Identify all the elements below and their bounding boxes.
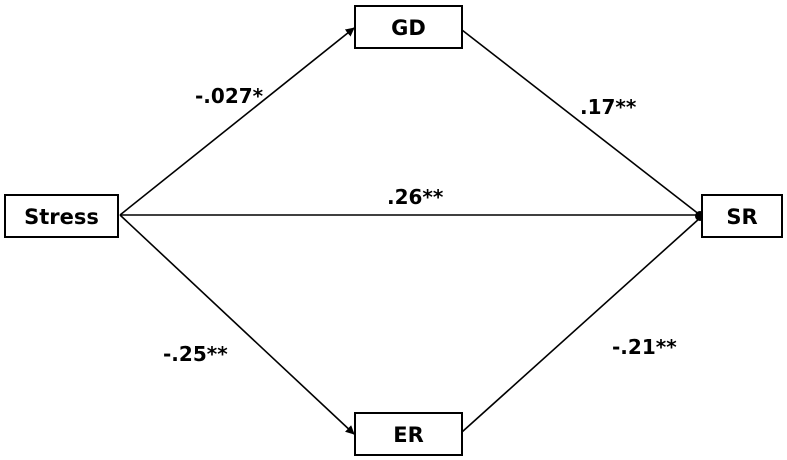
- coef-stress-sr: .26**: [387, 185, 444, 209]
- coef-stress-gd: -.027*: [195, 84, 264, 108]
- coef-stress-er: -.25**: [163, 342, 228, 366]
- node-gd-label: GD: [391, 16, 426, 40]
- node-er-label: ER: [393, 423, 424, 447]
- node-stress-label: Stress: [24, 205, 99, 229]
- edge-er-to-sr: [461, 217, 701, 433]
- coef-gd-sr: .17**: [580, 95, 637, 119]
- node-sr: SR: [701, 194, 783, 238]
- node-gd: GD: [354, 5, 463, 49]
- edge-stress-to-gd: [119, 27, 355, 216]
- node-stress: Stress: [4, 194, 119, 238]
- edge-gd-to-sr: [461, 29, 701, 216]
- coef-er-sr: -.21**: [612, 335, 677, 359]
- edge-stress-to-er: [119, 214, 355, 435]
- node-sr-label: SR: [726, 205, 757, 229]
- node-er: ER: [354, 412, 463, 456]
